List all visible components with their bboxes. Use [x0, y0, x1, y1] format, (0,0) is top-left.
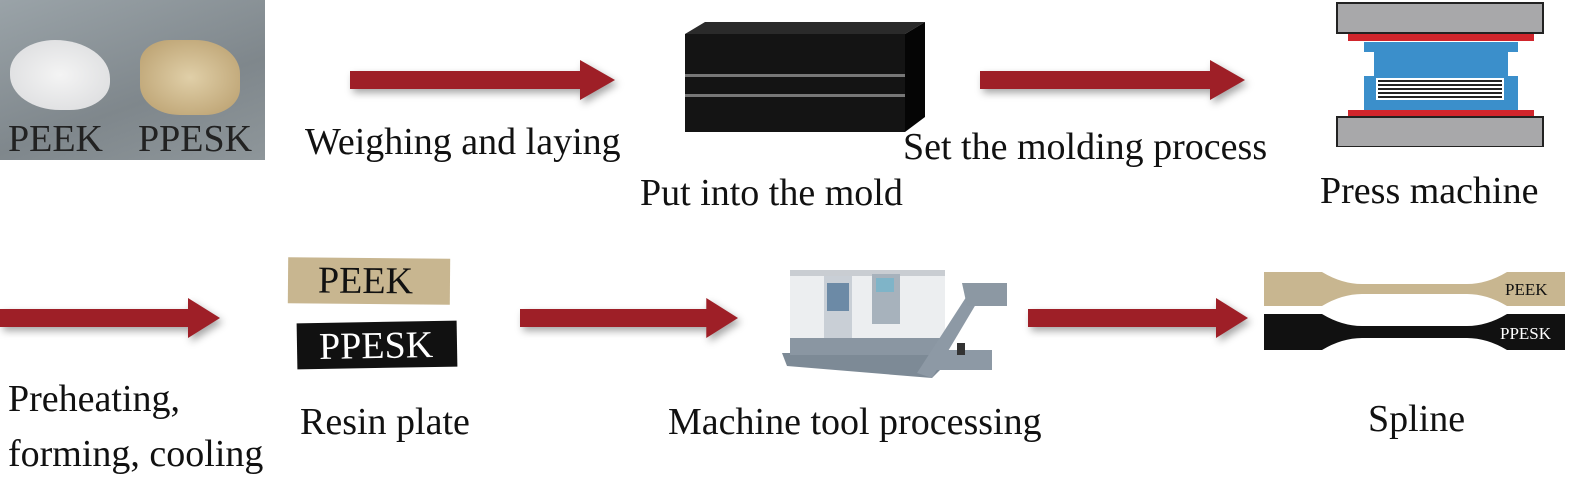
label-molding-process: Set the molding process — [903, 126, 1268, 168]
ppesk-resin-plate: PPESK — [296, 320, 458, 370]
press-machine-illustration — [1336, 2, 1546, 148]
raw-material-photo: PEEK PPESK — [0, 0, 265, 160]
label-spline: Spline — [1368, 398, 1466, 440]
photo-peek-label: PEEK — [8, 118, 103, 160]
label-weighing: Weighing and laying — [305, 121, 621, 163]
cnc-machine-illustration — [782, 258, 1012, 383]
arrow-2 — [980, 60, 1245, 100]
spline-ppesk-label: PPESK — [1500, 324, 1552, 343]
arrow-3 — [0, 298, 220, 338]
photo-ppesk-label: PPESK — [138, 118, 253, 160]
label-resin-plate: Resin plate — [300, 401, 470, 443]
label-preheating-1: Preheating, — [8, 378, 181, 420]
ppesk-powder — [140, 40, 240, 115]
label-preheating-2: forming, cooling — [8, 433, 264, 475]
label-mold: Put into the mold — [640, 172, 903, 214]
arrow-1 — [350, 60, 615, 100]
arrow-5 — [1028, 298, 1248, 338]
mold-block — [685, 22, 925, 132]
peek-resin-plate: PEEK — [287, 257, 451, 305]
label-press: Press machine — [1320, 170, 1539, 212]
label-machine-tool: Machine tool processing — [668, 401, 1042, 443]
peek-plate-label: PEEK — [317, 259, 414, 303]
spline-peek-label: PEEK — [1505, 280, 1548, 299]
arrow-4 — [520, 298, 738, 338]
ppesk-plate-label: PPESK — [318, 324, 434, 369]
spline-specimens: PEEK PPESK — [1262, 268, 1567, 358]
peek-powder — [10, 40, 110, 110]
